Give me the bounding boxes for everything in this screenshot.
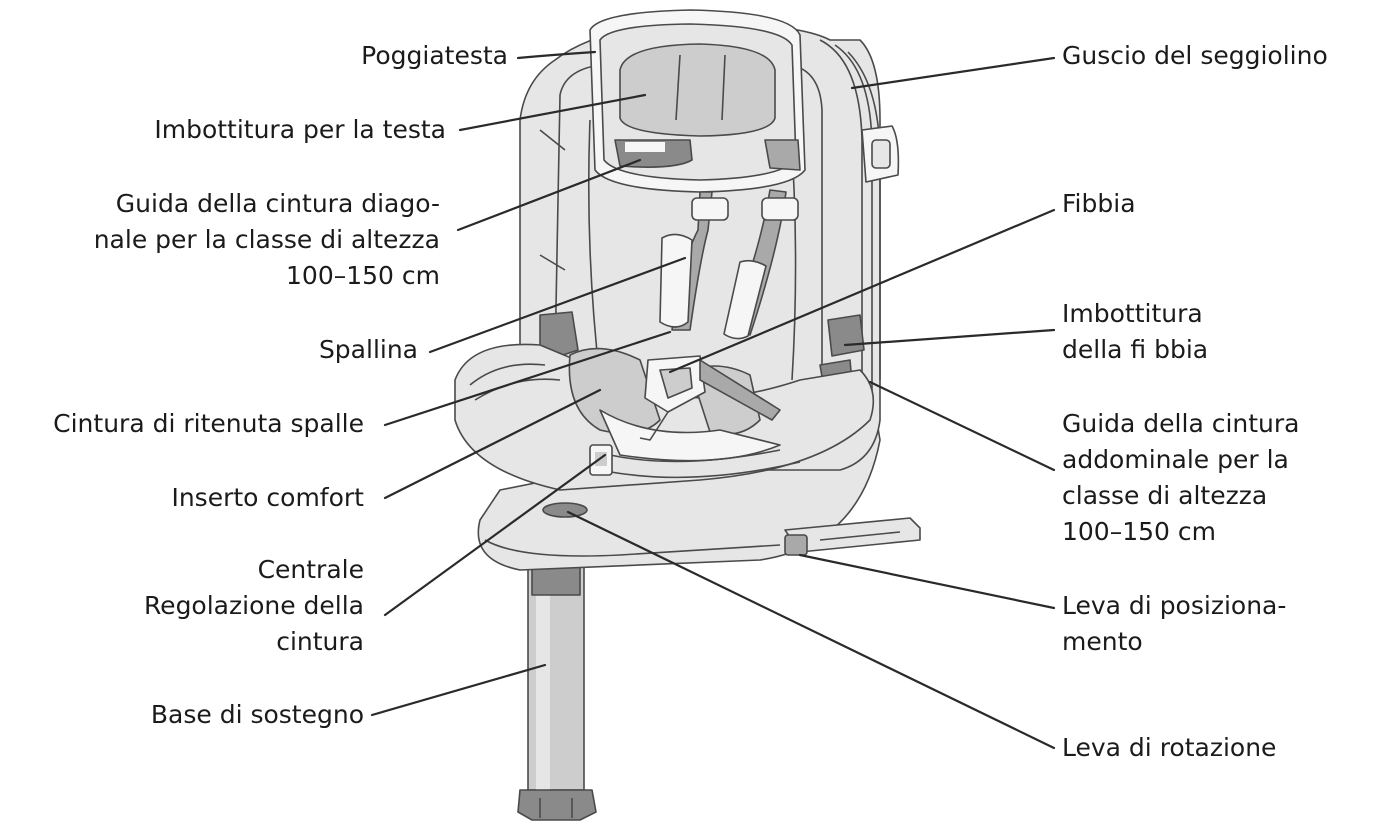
leader-lap-belt-guide bbox=[868, 380, 1056, 472]
label-buckle: Fibbia bbox=[1062, 189, 1136, 218]
leader-rotation-lever bbox=[566, 510, 1056, 750]
seat-cushion-drawing bbox=[454, 343, 875, 491]
label-head-padding: Imbottitura per la testa bbox=[154, 115, 446, 144]
label-headrest: Poggiatesta bbox=[361, 41, 508, 70]
label-diagonal-belt-guide: Guida della cintura diago- nale per la c… bbox=[93, 189, 440, 290]
leader-positioning-lever bbox=[798, 553, 1056, 610]
leader-support-leg bbox=[370, 663, 547, 717]
label-rotation-lever: Leva di rotazione bbox=[1062, 733, 1277, 762]
leader-head-padding bbox=[458, 93, 647, 132]
label-lap-belt-guide: Guida della cintura addominale per la cl… bbox=[1062, 409, 1300, 546]
leader-comfort-insert bbox=[383, 388, 602, 500]
label-positioning-lever: Leva di posiziona- mento bbox=[1062, 591, 1287, 656]
label-shoulder-harness: Cintura di ritenuta spalle bbox=[53, 409, 364, 438]
label-buckle-pad: Imbottitura della fi bbia bbox=[1062, 299, 1209, 364]
leader-buckle bbox=[668, 208, 1056, 374]
leader-central-belt-adjust bbox=[383, 453, 607, 617]
label-shoulder-pad: Spallina bbox=[318, 335, 418, 364]
leader-shoulder-harness bbox=[383, 330, 672, 427]
leader-headrest bbox=[516, 50, 597, 60]
label-support-leg: Base di sostegno bbox=[150, 700, 364, 729]
label-central-belt-adjust: Centrale Regolazione della cintura bbox=[143, 555, 364, 656]
leader-lines bbox=[370, 50, 1056, 750]
leader-seat-shell bbox=[850, 56, 1056, 90]
headrest-drawing bbox=[589, 9, 806, 193]
label-comfort-insert: Inserto comfort bbox=[171, 483, 364, 512]
leader-diagonal-belt-guide bbox=[456, 158, 642, 232]
label-seat-shell: Guscio del seggiolino bbox=[1062, 41, 1328, 70]
leader-shoulder-pad bbox=[428, 256, 687, 354]
leader-buckle-pad bbox=[843, 328, 1056, 347]
